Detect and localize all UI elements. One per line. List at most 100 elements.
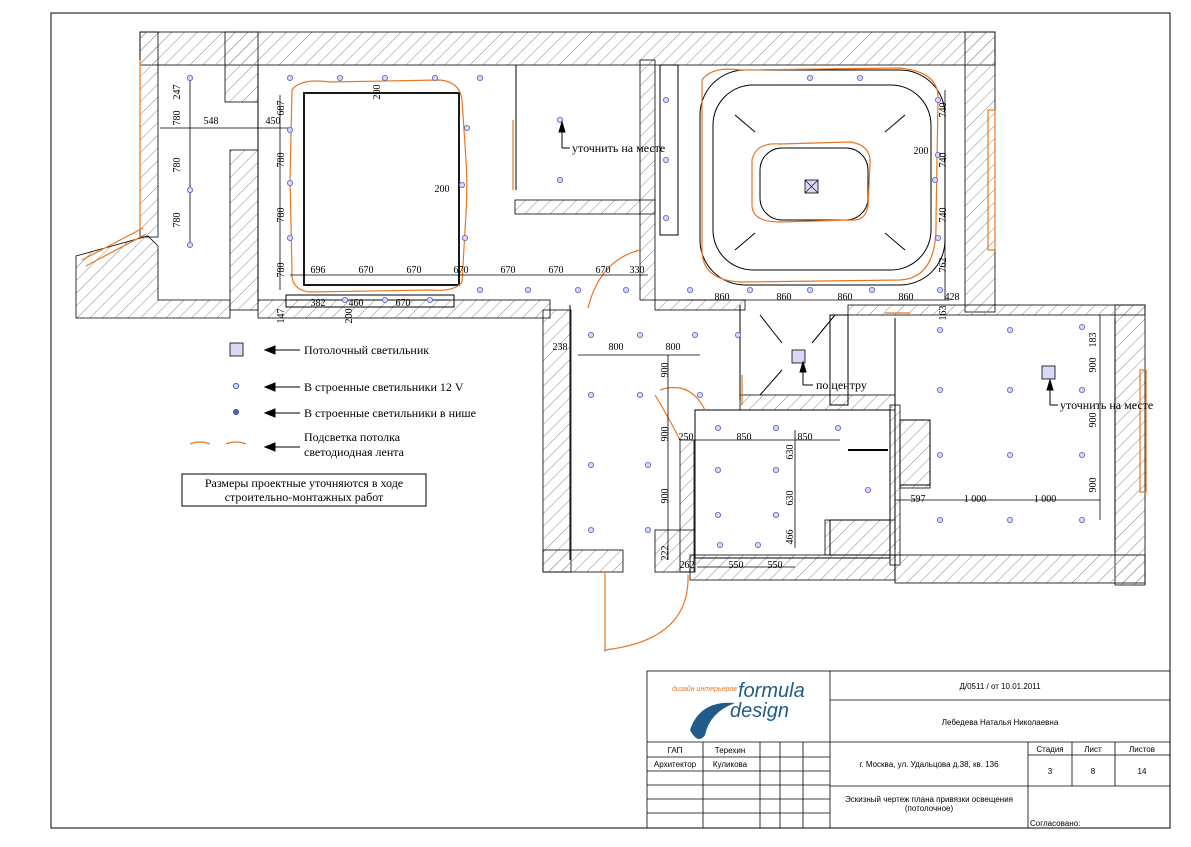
builtin-light [426,296,433,303]
description-1: Эскизный чертеж плана привязки освещения [845,795,1013,804]
builtin-light [637,391,644,398]
doc-ref: Д/0511 / от 10.01.2011 [959,682,1041,691]
dimension-label: 550 [768,560,783,571]
dimension-label: 850 [798,432,813,443]
dimension-label: 200 [435,184,450,195]
builtin-light [715,466,722,473]
builtin-light [1079,517,1086,524]
dimension-label: 222 [660,546,671,561]
builtin-lights-12v [186,75,1086,549]
windows [81,60,1147,493]
dimension-label: 330 [630,265,645,276]
ceiling-light-icon [229,342,244,357]
dimension-label: 670 [359,265,374,276]
dimension-label: 860 [777,292,792,303]
builtin-light [697,391,704,398]
stage-label: Стадия [1036,745,1063,754]
builtin-light [588,461,595,468]
legend-led-strip-1: Подсветка потолка [304,430,401,444]
dimension-label: 900 [1088,358,1099,373]
builtin-light [857,75,864,82]
builtin-light [663,97,670,104]
dimension-label: 382 [311,298,326,309]
dimension-label: 450 [266,116,281,127]
builtin-light [557,117,564,124]
builtin-light [186,75,193,82]
builtin-light [381,75,388,82]
builtin-light [623,286,630,293]
dimension-label: 460 [349,298,364,309]
dimension-label: 900 [1088,413,1099,428]
builtin-light [525,286,532,293]
dimension-label: 466 [785,530,796,545]
builtin-light [286,234,293,241]
builtin-light [807,286,814,293]
dimension-label: 670 [454,265,469,276]
legend: Потолочный светильник В строенные светил… [181,342,476,507]
title-block-text: Д/0511 / от 10.01.2011 Лебедева Наталья … [654,682,1155,828]
builtin-light [1079,386,1086,393]
dimension-label: 800 [609,342,624,353]
builtin-light [286,127,293,134]
builtin-light [461,234,468,241]
dimension-label: 800 [666,342,681,353]
builtin-light [336,75,343,82]
legend-led-strip-2: светодиодная лента [304,445,405,459]
role-architect: Архитектор [654,760,697,769]
builtin-light [1079,323,1086,330]
builtin-light [1007,326,1014,333]
logo-formula: formula [738,680,805,702]
dimension-label: 860 [899,292,914,303]
builtin-light [637,331,644,338]
dimension-label: 670 [407,265,422,276]
annotation-arrows [558,120,1058,406]
dimension-label: 428 [945,292,960,303]
annotation-clarify-1: уточнить на месте [572,141,665,155]
sheets-value: 14 [1138,767,1147,776]
builtin-light [588,391,595,398]
builtin-light [755,542,762,549]
builtin-light [937,451,944,458]
dimension-label: 900 [660,363,671,378]
builtin-light [1007,451,1014,458]
legend-builtin-12v: В строенные светильники 12 V [304,380,464,394]
builtin-light-icon [232,382,240,390]
ceiling-light [1041,365,1056,380]
sheet-label: Лист [1084,745,1102,754]
dimension-label: 780 [172,213,183,228]
builtin-light [341,296,348,303]
builtin-light [869,286,876,293]
dimension-label: 780 [172,158,183,173]
dimension-label: 1 000 [964,494,987,505]
name-architect: Куликова [713,760,748,769]
description-2: (потолочное) [905,804,954,813]
builtin-light [715,424,722,431]
builtin-light [807,75,814,82]
builtin-light [557,176,564,183]
dimension-label: 163 [938,306,949,321]
annotation-center: по центру [816,378,867,392]
dimension-label: 740 [938,103,949,118]
annotation-clarify-2: уточнить на месте [1060,398,1153,412]
dimension-label: 250 [679,432,694,443]
builtin-light [663,156,670,163]
builtin-light [476,286,483,293]
legend-builtin-niche: В строенные светильники в нише [304,406,476,420]
sheet-frame [50,12,1171,829]
builtin-light [932,176,939,183]
builtin-light [186,186,193,193]
client-name: Лебедева Наталья Николаевна [942,718,1059,727]
dimension-label: 762 [938,258,949,273]
walls [75,31,1146,586]
builtin-light [588,527,595,534]
builtin-light [687,286,694,293]
logo-design: design [730,700,789,722]
builtin-light [588,331,595,338]
dimension-label: 548 [204,116,219,127]
dimension-label: 860 [715,292,730,303]
builtin-light [645,527,652,534]
dimension-label: 200 [344,309,355,324]
